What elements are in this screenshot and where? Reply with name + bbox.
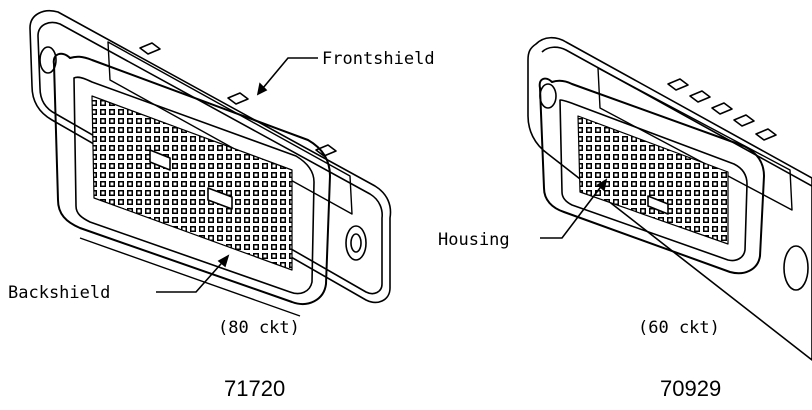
dimple xyxy=(711,102,733,115)
part-number-71720: 71720 xyxy=(224,376,285,401)
dimple xyxy=(689,90,711,103)
frontshield-leader xyxy=(256,57,318,96)
part-number-70929: 70929 xyxy=(660,376,721,401)
dimple xyxy=(227,92,249,105)
dimple xyxy=(667,78,689,91)
dimple xyxy=(139,42,161,55)
backshield-label: Backshield xyxy=(8,283,110,303)
connector-71720-drawing xyxy=(29,10,392,317)
mounting-hole-left xyxy=(539,83,557,109)
dimple xyxy=(755,128,777,141)
circuit-label-71720: (80 ckt) xyxy=(218,318,300,338)
mounting-hole-right xyxy=(345,225,367,261)
mounting-hole-right xyxy=(783,245,809,291)
circuit-label-70929: (60 ckt) xyxy=(638,318,720,338)
flange xyxy=(527,36,812,361)
dimple xyxy=(733,114,755,127)
connector-70929-drawing xyxy=(527,36,812,361)
mounting-hole-left xyxy=(39,46,57,74)
frontshield-label: Frontshield xyxy=(322,49,435,69)
shroud-outer xyxy=(52,52,331,305)
housing-leader xyxy=(540,178,608,239)
shroud-outer xyxy=(538,77,765,275)
frontshield-flange xyxy=(29,10,392,304)
housing-label: Housing xyxy=(438,230,510,250)
backshield-leader xyxy=(156,254,230,293)
dimple xyxy=(315,144,337,157)
